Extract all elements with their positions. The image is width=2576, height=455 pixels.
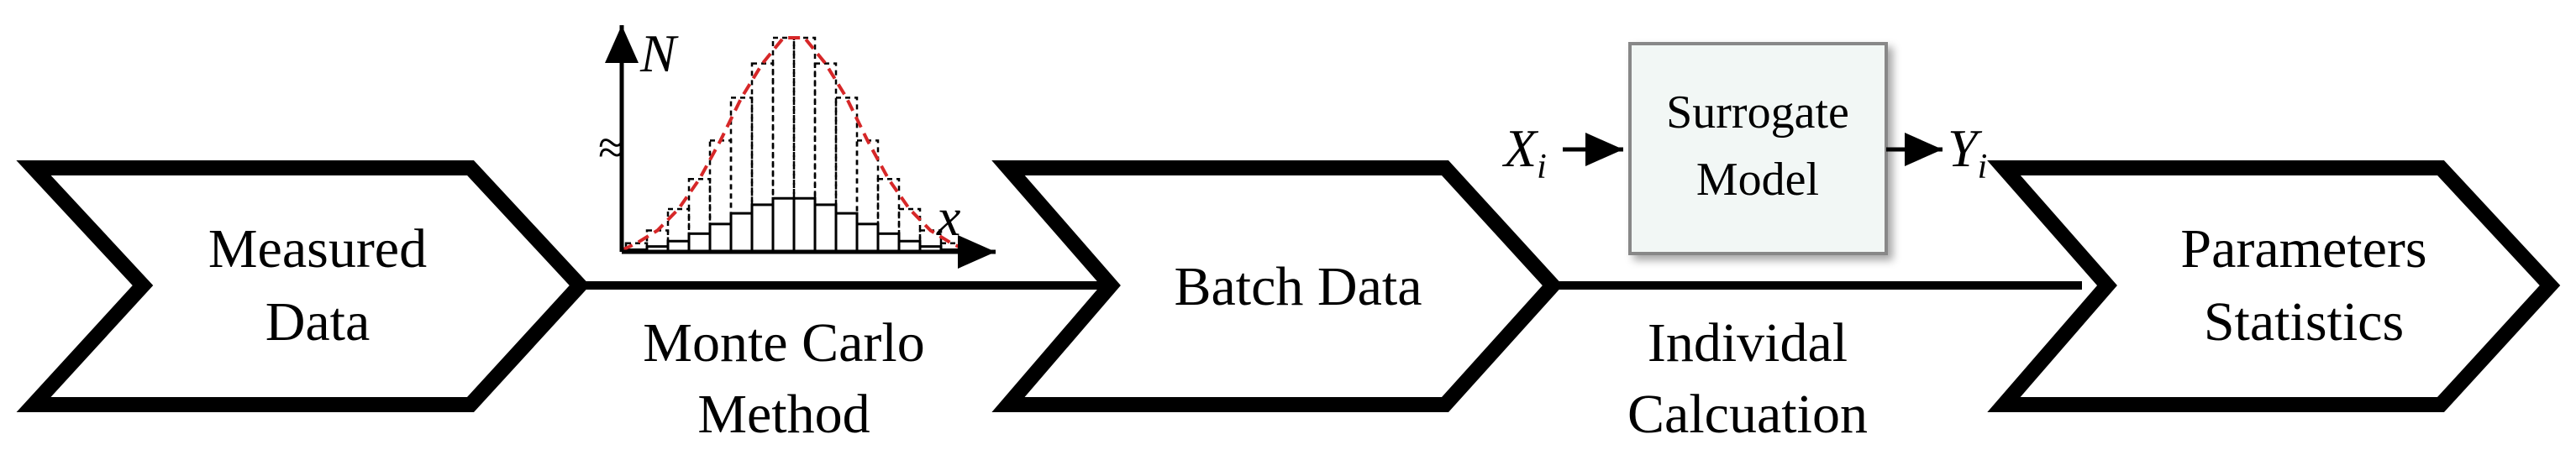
transition-label-line: Calcuation <box>1627 384 1868 445</box>
histogram-inner-bar <box>708 222 733 254</box>
histogram-inner-bar <box>813 203 838 254</box>
stage-label-line: Data <box>265 291 371 353</box>
surrogate-label-line: Model <box>1696 154 1819 206</box>
histogram-inner-bar <box>729 212 754 254</box>
stage-label-line: Measured <box>208 218 427 280</box>
transition-label-line: Method <box>697 384 870 445</box>
histogram-outer-bar <box>792 36 817 254</box>
histogram-inset: N x ≈ <box>598 24 996 269</box>
stage-label-line: Parameters <box>2180 218 2426 280</box>
transition-individual-calculation: Individal Calcuation <box>1627 312 1868 445</box>
histogram-fit-curve <box>621 36 967 252</box>
stage-label-line: Statistics <box>2204 291 2404 353</box>
stage-label-line: Batch Data <box>1174 256 1422 317</box>
histogram-bars <box>624 36 964 254</box>
stage-measured-data: Measured Data <box>16 160 591 412</box>
surrogate-model: Surrogate Model Xi Yi <box>1501 42 1987 255</box>
histogram-inner-bar <box>750 203 775 254</box>
surrogate-label-line: Surrogate <box>1666 86 1849 139</box>
stage-parameters-statistics: Parameters Statistics <box>1987 160 2561 412</box>
histogram-inner-bar <box>834 212 859 254</box>
histogram-y-axis-label: N <box>639 24 679 83</box>
input-subscript: i <box>1537 148 1547 186</box>
transition-label-line: Monte Carlo <box>643 312 924 374</box>
stage-batch-data: Batch Data <box>991 160 1564 412</box>
histogram-inner-bar <box>792 196 817 254</box>
input-base: X <box>1501 118 1539 178</box>
histogram-inner-bar <box>771 196 796 254</box>
surrogate-model-box <box>1628 42 1888 255</box>
histogram-inner-bar <box>855 222 880 254</box>
histogram-outer-bar <box>750 62 775 254</box>
histogram-outer-bar <box>771 36 796 254</box>
histogram-inner-bar <box>687 232 712 254</box>
histogram-axis-break: ≈ <box>598 120 625 175</box>
transition-monte-carlo: Monte Carlo Method <box>643 312 924 445</box>
transition-label-line: Individal <box>1648 312 1848 374</box>
output-variable-label: Yi <box>1948 118 1987 186</box>
histogram-x-axis-label: x <box>936 187 960 247</box>
histogram-inner-bar <box>876 232 901 254</box>
input-variable-label: Xi <box>1501 118 1547 186</box>
output-base: Y <box>1948 118 1983 178</box>
output-subscript: i <box>1978 148 1988 186</box>
